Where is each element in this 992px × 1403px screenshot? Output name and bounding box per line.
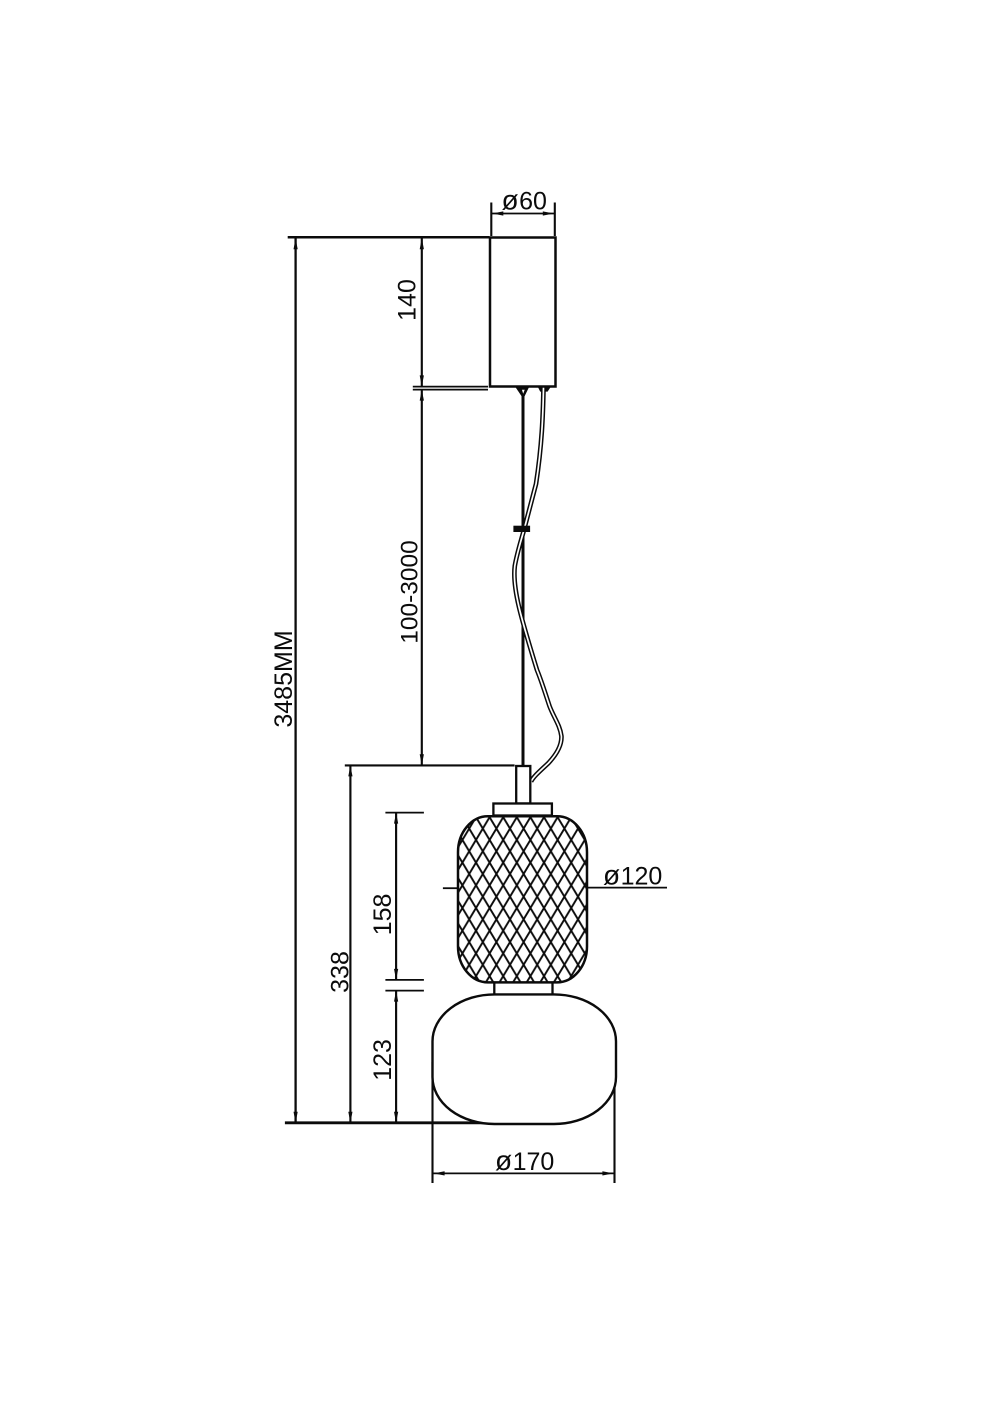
svg-text:ø60: ø60 bbox=[502, 185, 547, 216]
svg-text:123: 123 bbox=[369, 1039, 397, 1081]
svg-text:ø170: ø170 bbox=[495, 1145, 554, 1176]
svg-text:140: 140 bbox=[394, 279, 422, 321]
svg-text:158: 158 bbox=[369, 894, 397, 936]
svg-text:ø120: ø120 bbox=[603, 860, 662, 891]
svg-text:100-3000: 100-3000 bbox=[397, 540, 424, 644]
svg-text:338: 338 bbox=[327, 951, 355, 993]
svg-text:3485MM: 3485MM bbox=[270, 630, 298, 727]
